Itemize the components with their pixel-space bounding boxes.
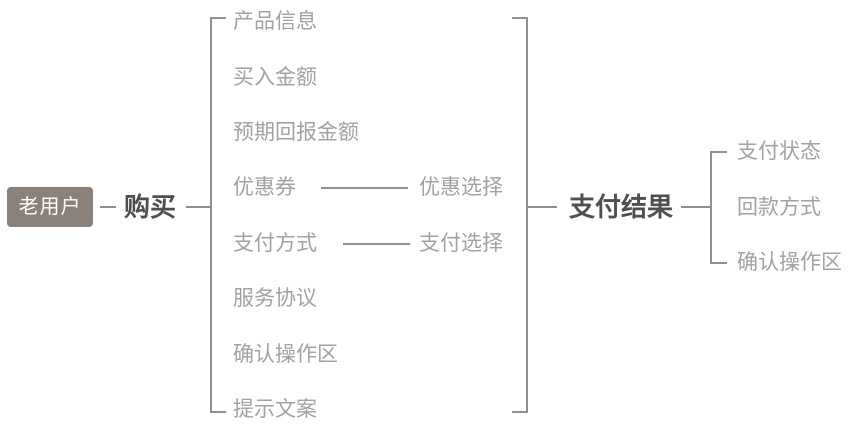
node-service-agreement: 服务协议 xyxy=(233,287,317,310)
node-confirm-action-area: 确认操作区 xyxy=(233,343,338,366)
bracket-purchase-group-right xyxy=(512,17,528,413)
node-coupon: 优惠券 xyxy=(233,176,296,199)
node-pay-method: 支付方式 xyxy=(233,232,317,255)
node-old-user: 老用户 xyxy=(7,187,93,227)
node-pay-select: 支付选择 xyxy=(419,232,503,255)
bracket-purchase-group-left xyxy=(210,17,226,413)
bracket-payment-result-group xyxy=(710,151,727,264)
node-hint-text: 提示文案 xyxy=(233,398,317,421)
node-purchase: 购买 xyxy=(124,192,177,222)
node-buy-amount: 买入金额 xyxy=(233,66,317,89)
node-repayment-method: 回款方式 xyxy=(737,196,821,219)
node-result-confirm-action-area: 确认操作区 xyxy=(737,251,842,274)
node-expected-return-amount: 预期回报金额 xyxy=(233,121,359,144)
node-payment-result: 支付结果 xyxy=(569,192,674,222)
node-coupon-select: 优惠选择 xyxy=(419,176,503,199)
node-product-info: 产品信息 xyxy=(233,10,317,33)
node-payment-status: 支付状态 xyxy=(737,140,821,163)
